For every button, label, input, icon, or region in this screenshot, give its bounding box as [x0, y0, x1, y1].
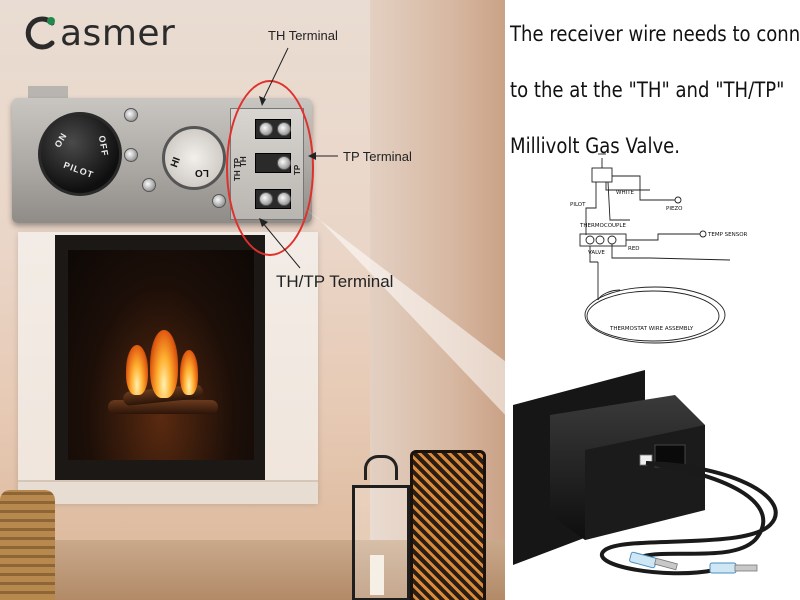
casmer-logo-mark-icon: [25, 16, 55, 50]
decorative-heater: [410, 450, 486, 600]
fireplace-photo: ON PILOT OFF HI LO TH TH TP TP: [0, 0, 505, 600]
wicker-basket: [0, 490, 55, 600]
hearth: [18, 480, 318, 504]
hi-lo-dial: HI LO: [162, 126, 226, 190]
diagram-label-temp-sensor: TEMP SENSOR: [707, 232, 748, 238]
terminal-highlight-oval: [226, 80, 314, 256]
lantern: [348, 455, 410, 600]
diagram-label-white: WHITE: [616, 190, 635, 196]
firebox: [68, 250, 254, 460]
diagram-label-thermocouple: THERMOCOUPLE: [579, 223, 626, 229]
th-terminal-label: TH Terminal: [268, 28, 338, 43]
dial-lo-label: LO: [195, 167, 209, 178]
thtp-terminal-label: TH/TP Terminal: [276, 272, 394, 291]
brand-name: asmer: [60, 12, 176, 54]
instruction-line-2: to the at the "TH" and "TH/TP": [510, 78, 785, 102]
diagram-label-piezo: PIEZO: [666, 206, 683, 212]
diagram-label-thermostat-wire: THERMOSTAT WIRE ASSEMBLY: [609, 326, 694, 332]
pilot-knob: ON PILOT OFF: [38, 112, 122, 196]
instruction-line-3: Millivolt Gas Valve.: [510, 134, 681, 158]
knob-pilot-label: PILOT: [62, 159, 96, 181]
instruction-line-1: The receiver wire needs to connect: [510, 22, 800, 46]
brand-logo: asmer: [22, 10, 175, 56]
dial-hi-label: HI: [169, 155, 183, 170]
tp-terminal-label: TP Terminal: [343, 149, 412, 164]
receiver-module-photo: [513, 370, 778, 576]
diagram-label-valve: VALVE: [588, 250, 605, 256]
wiring-diagram: WHITE PILOT PIEZO THERMOCOUPLE RED VALVE…: [570, 153, 748, 344]
diagram-label-red: RED: [628, 246, 640, 252]
instruction-text: The receiver wire needs to connect to th…: [510, 6, 800, 174]
diagram-label-pilot: PILOT: [570, 202, 586, 208]
knob-off-label: OFF: [96, 134, 111, 158]
knob-on-label: ON: [52, 130, 69, 150]
